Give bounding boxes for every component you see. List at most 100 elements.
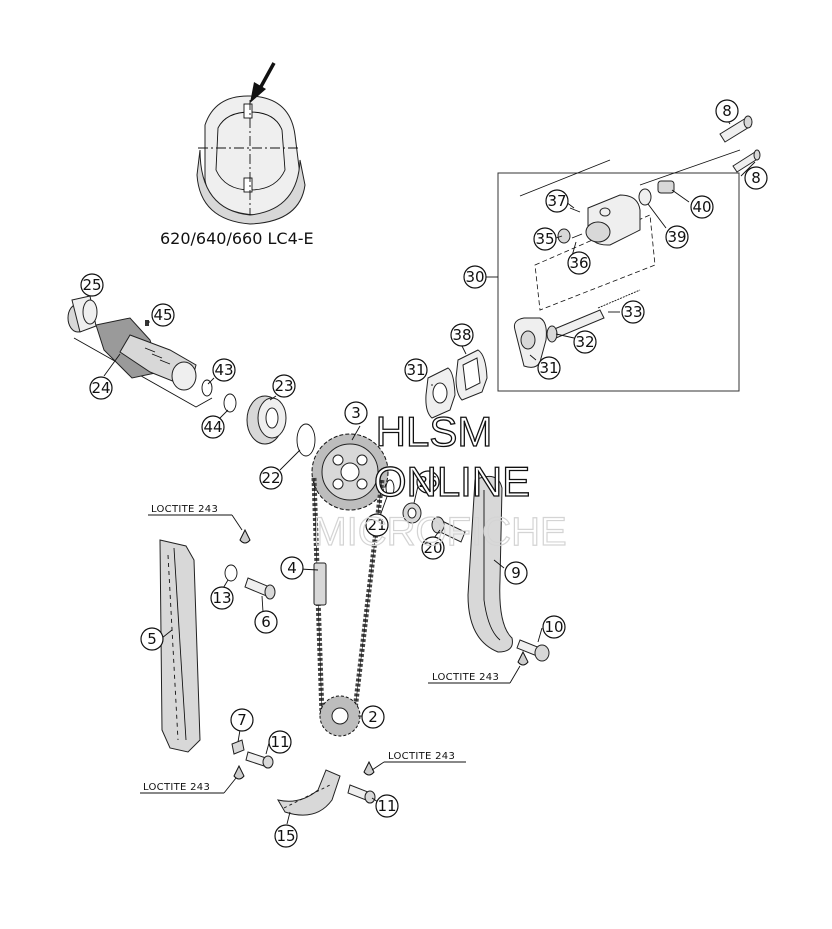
- svg-text:15: 15: [276, 827, 295, 845]
- callout-13: 13: [210, 586, 234, 610]
- pin-37: [569, 207, 581, 213]
- loctite-drop-icon: [239, 528, 251, 544]
- variant-label: 620/640/660 LC4-E: [160, 229, 314, 248]
- callout-10: 10: [542, 615, 566, 639]
- svg-text:10: 10: [544, 618, 563, 636]
- retaining-ring-22: [296, 423, 316, 457]
- svg-text:HLSM: HLSM: [376, 408, 493, 455]
- svg-text:31: 31: [406, 361, 425, 379]
- arrow-icon: [250, 62, 276, 103]
- loctite-label-4: LOCTITE 243: [371, 751, 466, 771]
- svg-text:ONLINE: ONLINE: [374, 458, 530, 505]
- svg-text:39: 39: [667, 228, 686, 246]
- svg-text:MICROFICHE: MICROFICHE: [313, 510, 566, 554]
- svg-text:31: 31: [539, 359, 558, 377]
- callout-45: 45: [151, 303, 175, 327]
- callout-37: 37: [545, 189, 569, 213]
- seal-ring-13: [224, 564, 238, 582]
- svg-text:22: 22: [261, 469, 280, 487]
- svg-text:2: 2: [368, 708, 378, 726]
- needle-bearing-25: [67, 295, 98, 333]
- svg-text:11: 11: [270, 733, 289, 751]
- pin-45: [145, 320, 149, 326]
- callout-25: 25: [80, 273, 104, 297]
- svg-text:3: 3: [351, 404, 361, 422]
- bolt-11-left: [245, 751, 274, 769]
- callout-39: 39: [665, 225, 689, 249]
- svg-text:33: 33: [623, 303, 642, 321]
- callout-11-right: 11: [375, 794, 399, 818]
- callout-40: 40: [690, 195, 714, 219]
- svg-text:7: 7: [237, 711, 247, 729]
- svg-text:5: 5: [147, 630, 157, 648]
- loctite-label-1: LOCTITE 243: [148, 504, 243, 531]
- bolt-6: [244, 577, 276, 600]
- callout-7: 7: [230, 708, 254, 732]
- watermark: HLSM ONLINE MICROFICHE: [313, 407, 568, 554]
- loctite-drop-icon: [233, 764, 245, 780]
- svg-text:38: 38: [452, 326, 471, 344]
- callout-3: 3: [344, 401, 368, 425]
- loctite-text: LOCTITE 243: [432, 672, 499, 683]
- loctite-label-2: LOCTITE 243: [428, 665, 521, 684]
- svg-text:36: 36: [569, 254, 588, 272]
- callout-31: 31: [404, 358, 428, 382]
- washer-44: [223, 393, 237, 413]
- callout-2: 2: [361, 705, 385, 729]
- svg-text:21: 21: [367, 516, 386, 534]
- callout-38: 38: [450, 323, 474, 347]
- loctite-text: LOCTITE 243: [143, 782, 210, 793]
- svg-text:8: 8: [751, 169, 761, 187]
- svg-text:37: 37: [547, 192, 566, 210]
- washer-26-hole: [407, 507, 417, 519]
- svg-text:43: 43: [214, 361, 233, 379]
- loctite-text: LOCTITE 243: [151, 504, 218, 515]
- bolt-8-upper: [719, 115, 753, 143]
- gasket-31: [425, 367, 456, 419]
- loctite-drop-icon: [517, 650, 529, 666]
- camshaft-24: [95, 317, 197, 391]
- washer-21: [385, 479, 395, 497]
- loctite-label-3: LOCTITE 243: [140, 777, 237, 794]
- callout-22: 22: [259, 466, 283, 490]
- snap-ring-43: [201, 379, 213, 397]
- callout-43: 43: [212, 358, 236, 382]
- housing-detail-illustration: [196, 95, 306, 225]
- plug-40: [657, 180, 675, 194]
- bolt-10: [516, 639, 550, 662]
- callout-32: 32: [573, 330, 597, 354]
- gasket-31-box: [513, 317, 547, 368]
- chain-guide-15: [276, 769, 341, 816]
- bolt-20: [431, 516, 466, 543]
- loctite-drop-icon: [363, 760, 375, 776]
- callout-5: 5: [140, 627, 164, 651]
- seal-ring-39: [638, 188, 652, 206]
- callout-8-upper: 8: [715, 99, 739, 123]
- tensioner-rail-9: [467, 475, 513, 653]
- callout-26: 26: [416, 470, 440, 494]
- bolt-8-lower: [732, 149, 761, 173]
- svg-text:40: 40: [692, 198, 711, 216]
- callout-23: 23: [272, 374, 296, 398]
- callout-9: 9: [504, 561, 528, 585]
- svg-text:44: 44: [203, 418, 222, 436]
- callout-21: 21: [365, 513, 389, 537]
- callout-31-box: 31: [537, 356, 561, 380]
- loctite-text: LOCTITE 243: [388, 751, 455, 762]
- svg-text:26: 26: [418, 473, 437, 491]
- svg-text:24: 24: [91, 379, 110, 397]
- svg-text:9: 9: [511, 564, 521, 582]
- ball-bearing-23: [246, 395, 287, 445]
- nut-7: [231, 739, 245, 755]
- svg-text:30: 30: [465, 268, 484, 286]
- callout-36: 36: [567, 251, 591, 275]
- camshaft-sprocket-3: [311, 433, 389, 511]
- svg-text:8: 8: [722, 102, 732, 120]
- guide-rail-5: [159, 539, 201, 753]
- svg-text:13: 13: [212, 589, 231, 607]
- leader-lines: [103, 114, 756, 825]
- svg-text:25: 25: [82, 276, 101, 294]
- callout-11-left: 11: [268, 730, 292, 754]
- svg-text:45: 45: [153, 306, 172, 324]
